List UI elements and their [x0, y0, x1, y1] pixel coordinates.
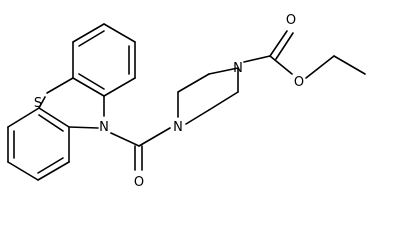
sulfur-atom-label: S [34, 96, 42, 111]
central-ring-bonds [38, 77, 105, 129]
ester-carbonyl-oxygen-label: O [286, 13, 296, 28]
molecule-diagram: S N N N O O O [7, 13, 366, 190]
lower-benzene-ring [7, 107, 70, 181]
ester-oxygen-label: O [294, 75, 304, 90]
carbonyl-oxygen-label: O [134, 175, 144, 190]
structure-canvas: S N N N O O O [7, 13, 366, 190]
ethyl-carbamate [243, 30, 366, 79]
piperazine-ring [177, 67, 239, 125]
piperazine-nitrogen-label-lower: N [173, 120, 183, 135]
piperazine-nitrogen-label-upper: N [233, 61, 243, 76]
urea-carbonyl [110, 127, 171, 171]
upper-benzene-ring [72, 23, 136, 97]
phenothiazine-nitrogen-label: N [99, 120, 109, 135]
